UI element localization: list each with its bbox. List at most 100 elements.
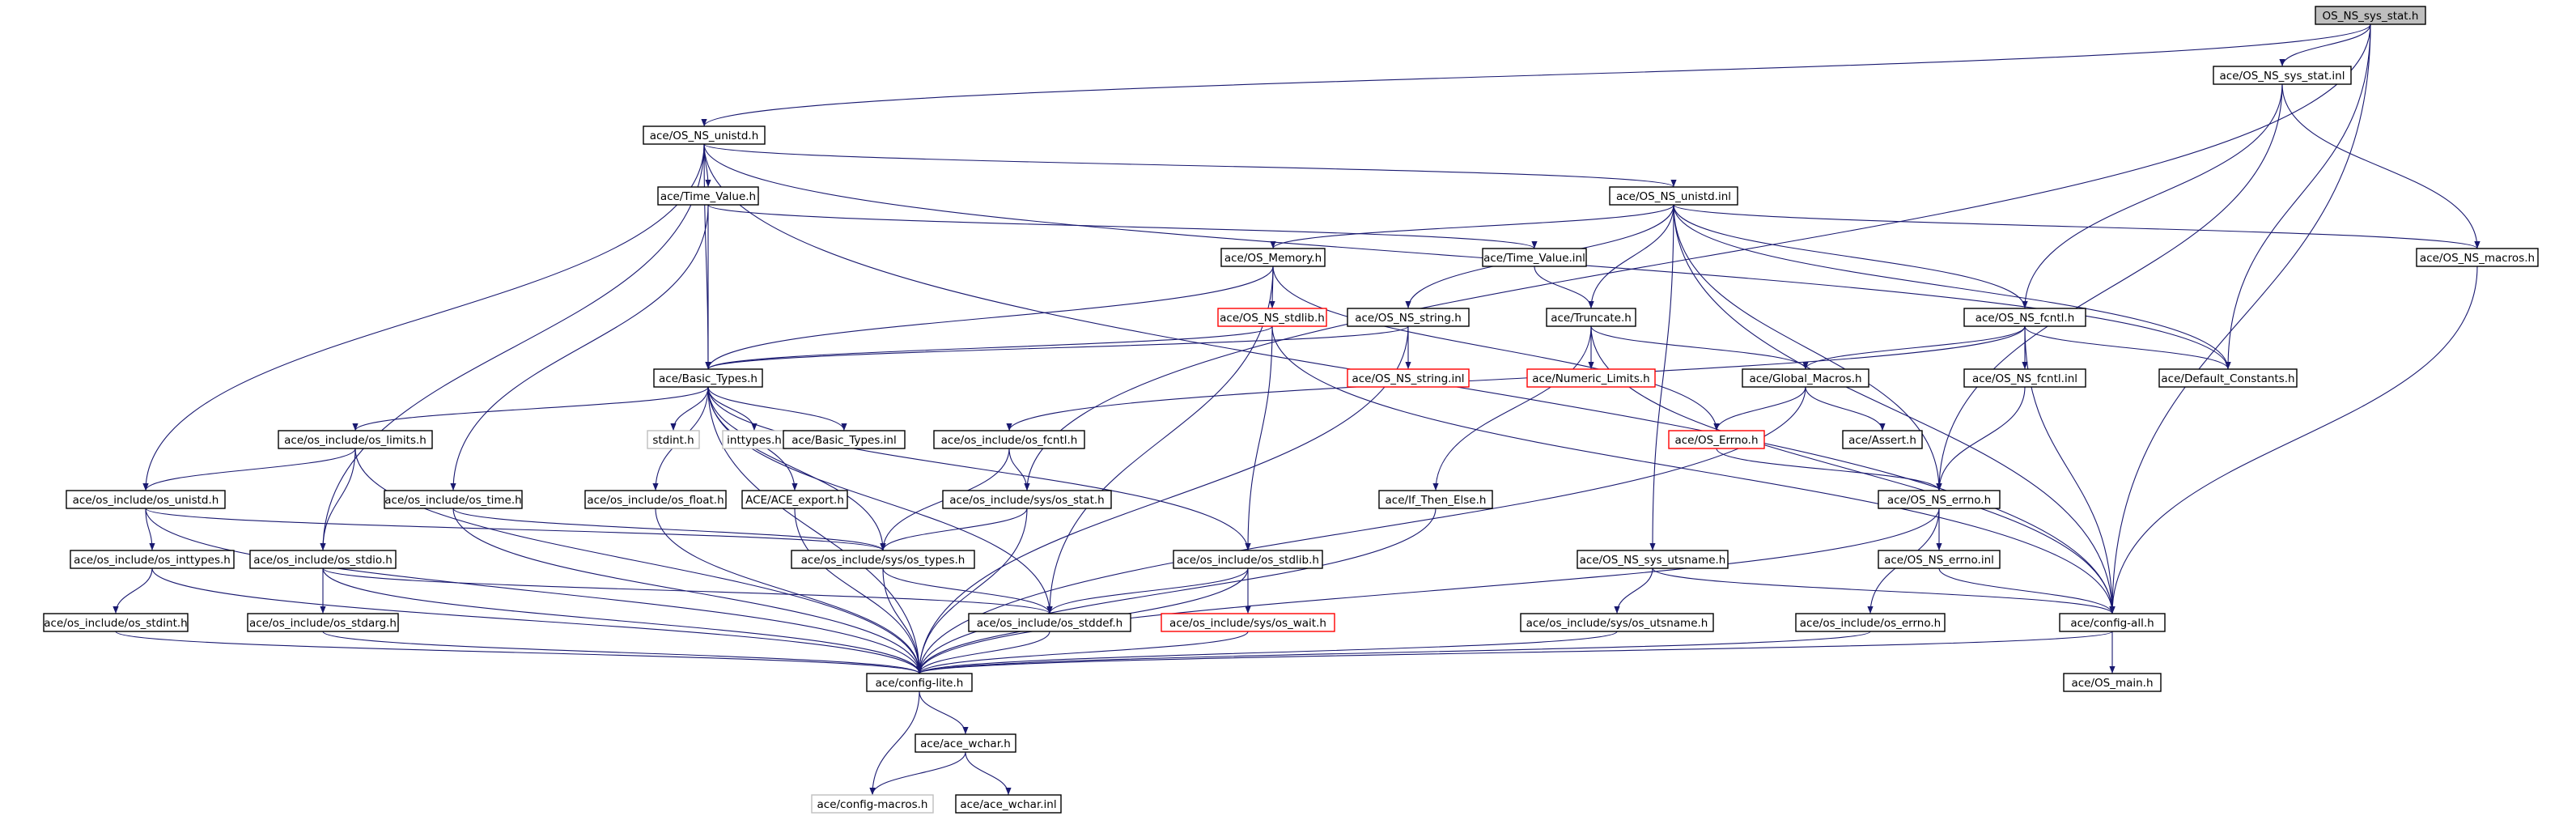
edge-ns_macros-to-config_all [2109, 266, 2478, 614]
node-ns-sys-utsname[interactable]: ace/OS_NS_sys_utsname.h [1577, 550, 1729, 569]
node-if-then-else[interactable]: ace/If_Then_Else.h [1378, 490, 1493, 509]
node-sys-os-utsname[interactable]: ace/os_include/sys/os_utsname.h [1520, 613, 1714, 632]
node-label: ace/os_include/os_limits.h [284, 434, 427, 447]
node-unistd-inl[interactable]: ace/OS_NS_unistd.inl [1609, 186, 1738, 206]
node-default-constants[interactable]: ace/Default_Constants.h [2158, 368, 2298, 388]
node-basic-types[interactable]: ace/Basic_Types.h [653, 368, 763, 388]
node-box [2213, 66, 2352, 85]
node-ns-fcntl-inl[interactable]: ace/OS_NS_fcntl.inl [1963, 368, 2086, 388]
edge-unistd_inl-to-os_memory [1270, 204, 1674, 249]
node-unistd-h[interactable]: ace/OS_NS_unistd.h [643, 125, 766, 145]
node-label: ace/os_include/os_stdint.h [44, 617, 187, 630]
edge-os_stdint-to-config_lite [115, 631, 923, 674]
node-os-errno-inc[interactable]: ace/os_include/os_errno.h [1795, 613, 1946, 632]
node-label: ace/os_include/os_errno.h [1800, 617, 1941, 630]
node-box [866, 673, 973, 692]
node-box [653, 368, 763, 388]
node-ns-errno-h[interactable]: ace/OS_NS_errno.h [1878, 490, 2001, 509]
node-os-errno-h[interactable]: ace/OS_Errno.h [1668, 430, 1765, 449]
node-label: ace/os_include/os_stdlib.h [1177, 554, 1319, 567]
node-sys-stat-inl[interactable]: ace/OS_NS_sys_stat.inl [2213, 66, 2352, 85]
node-truncate[interactable]: ace/Truncate.h [1546, 308, 1636, 327]
node-box [2059, 613, 2166, 632]
node-assert-h[interactable]: ace/Assert.h [1842, 430, 1923, 449]
node-label: ace/Numeric_Limits.h [1532, 372, 1649, 385]
node-ns-errno-inl[interactable]: ace/OS_NS_errno.inl [1878, 550, 2001, 569]
node-label: ace/os_include/os_unistd.h [73, 494, 219, 507]
node-config-macros[interactable]: ace/config-macros.h [811, 794, 934, 814]
edge-basic_types-to-sys_os_types [707, 386, 886, 551]
edge-sys_os_utsname-to-config_lite [916, 631, 1618, 674]
node-box [1609, 186, 1738, 206]
node-label: ace/os_include/os_fcntl.h [941, 434, 1078, 447]
node-os-stdarg[interactable]: ace/os_include/os_stdarg.h [247, 613, 399, 632]
node-ace-export[interactable]: ACE/ACE_export.h [741, 490, 848, 509]
node-os-limits[interactable]: ace/os_include/os_limits.h [278, 430, 433, 449]
node-config-lite[interactable]: ace/config-lite.h [866, 673, 973, 692]
node-os-main[interactable]: ace/OS_main.h [2063, 673, 2162, 692]
node-os-memory[interactable]: ace/OS_Memory.h [1220, 248, 1326, 267]
node-os-stdint[interactable]: ace/os_include/os_stdint.h [43, 613, 189, 632]
edge-basic_types-to-stdint [670, 386, 709, 431]
edge-root-to-sys_stat_inl [2279, 23, 2371, 67]
node-os-fcntl[interactable]: ace/os_include/os_fcntl.h [933, 430, 1085, 449]
node-sys-os-types[interactable]: ace/os_include/sys/os_types.h [791, 550, 975, 569]
node-time-value-inl[interactable]: ace/Time_Value.inl [1482, 248, 1587, 267]
node-box [647, 430, 700, 449]
node-box [1347, 308, 1470, 327]
edge-ns_stdlib-to-basic_types [705, 325, 1273, 370]
node-label: ace/OS_NS_fcntl.inl [1972, 372, 2077, 385]
node-inttypes[interactable]: inttypes.h [722, 430, 787, 449]
node-ns-macros[interactable]: ace/OS_NS_macros.h [2416, 248, 2539, 267]
edge-basic_types-to-os_stdlib [707, 386, 1251, 551]
edge-ns_sys_utsname-to-config_all [1652, 567, 2116, 614]
node-box [783, 430, 906, 449]
node-label: stdint.h [652, 434, 694, 447]
node-config-all[interactable]: ace/config-all.h [2059, 613, 2166, 632]
node-root[interactable]: OS_NS_sys_stat.h [2315, 6, 2426, 25]
edge-os_errno_inc-to-config_lite [916, 631, 1871, 674]
node-ns-string[interactable]: ace/OS_NS_string.h [1347, 308, 1470, 327]
node-box [1795, 613, 1946, 632]
node-stdint[interactable]: stdint.h [647, 430, 700, 449]
node-ns-fcntl[interactable]: ace/OS_NS_fcntl.h [1963, 308, 2086, 327]
edge-sys_os_types-to-config_lite [882, 567, 923, 674]
node-label: ace/Basic_Types.h [659, 372, 758, 385]
edge-sys_stat_inl-to-ns_fcntl [2022, 83, 2283, 309]
node-os-stdlib[interactable]: ace/os_include/os_stdlib.h [1173, 550, 1323, 569]
node-os-float[interactable]: ace/os_include/os_float.h [584, 490, 727, 509]
node-label: ace/Time_Value.inl [1483, 252, 1585, 265]
node-box [249, 550, 397, 569]
node-box [1482, 248, 1587, 267]
node-sys-os-stat[interactable]: ace/os_include/sys/os_stat.h [942, 490, 1112, 509]
node-box [741, 490, 848, 509]
edge-ns_string-to-basic_types [705, 325, 1409, 370]
node-numeric-limits[interactable]: ace/Numeric_Limits.h [1526, 368, 1656, 388]
edge-os_memory-to-basic_types [705, 266, 1274, 370]
node-label: ace/OS_NS_fcntl.h [1975, 312, 2075, 325]
node-sys-os-wait[interactable]: ace/os_include/sys/os_wait.h [1161, 613, 1335, 632]
nodes-layer: OS_NS_sys_stat.h ace/OS_NS_sys_stat.inlac… [43, 6, 2539, 814]
node-box [1878, 550, 2001, 569]
node-os-time[interactable]: ace/os_include/os_time.h [384, 490, 523, 509]
edge-time_value_h-to-time_value_inl [707, 204, 1538, 249]
node-ace-wchar-h[interactable]: ace/ace_wchar.h [915, 733, 1016, 753]
node-ace-wchar-inl[interactable]: ace/ace_wchar.inl [955, 794, 1062, 814]
node-label: ace/OS_main.h [2071, 677, 2153, 690]
node-time-value-h[interactable]: ace/Time_Value.h [657, 186, 759, 206]
edge-ns_fcntl-to-os_fcntl [1006, 325, 2026, 431]
node-os-inttypes[interactable]: ace/os_include/os_inttypes.h [70, 550, 235, 569]
edge-sys_os_stat-to-config_lite [916, 508, 1028, 674]
node-basic-types-inl[interactable]: ace/Basic_Types.inl [783, 430, 906, 449]
node-global-macros[interactable]: ace/Global_Macros.h [1742, 368, 1869, 388]
edge-unistd_inl-to-config_all [1673, 204, 2116, 614]
node-ns-string-inl[interactable]: ace/OS_NS_string.inl [1347, 368, 1470, 388]
node-os-unistd[interactable]: ace/os_include/os_unistd.h [66, 490, 226, 509]
node-ns-stdlib[interactable]: ace/OS_NS_stdlib.h [1217, 308, 1327, 327]
node-os-stddef[interactable]: ace/os_include/os_stddef.h [968, 613, 1131, 632]
node-os-stdio[interactable]: ace/os_include/os_stdio.h [249, 550, 397, 569]
node-label: ace/config-macros.h [817, 798, 928, 811]
node-label: ace/OS_NS_stdlib.h [1220, 312, 1325, 325]
node-box [384, 490, 523, 509]
node-box [247, 613, 399, 632]
